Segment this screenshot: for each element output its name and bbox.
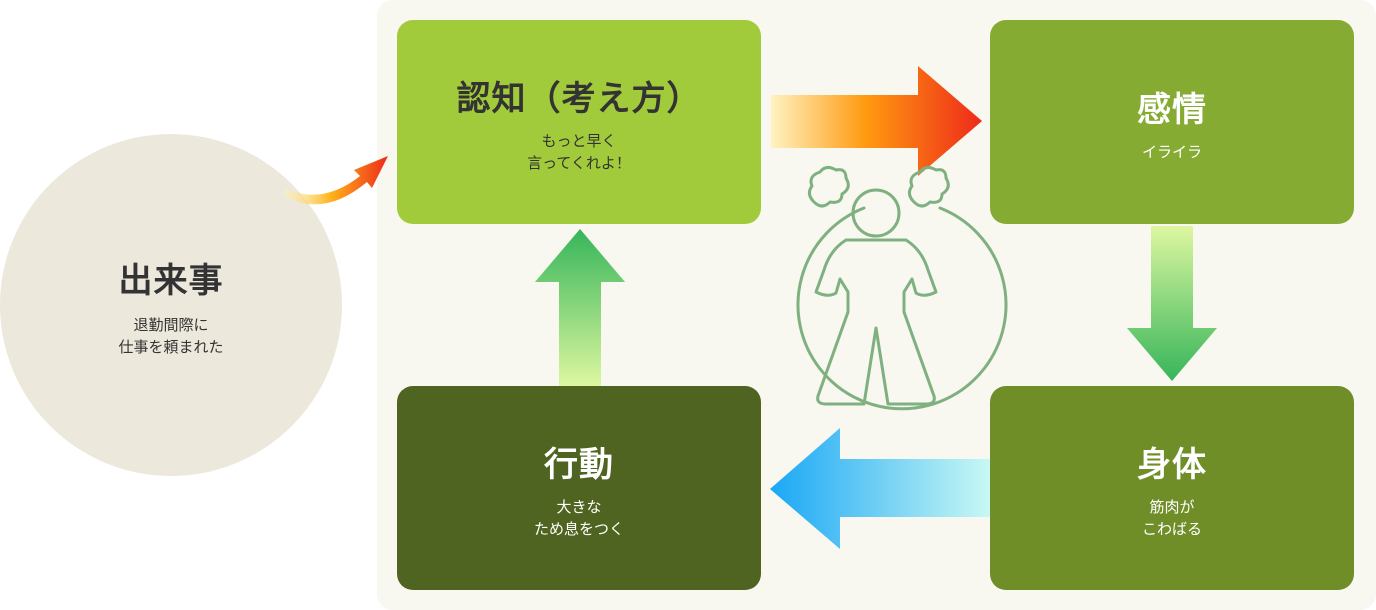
emotion-description: イライラ <box>1142 141 1202 163</box>
body-box: 身体 筋肉が こわばる <box>990 386 1354 590</box>
event-to-cognition-arrow <box>284 156 388 205</box>
event-title: 出来事 <box>118 260 224 301</box>
steam-right-icon <box>907 165 950 208</box>
event-description: 退勤間際に 仕事を頼まれた <box>118 314 223 358</box>
event-line-1: 退勤間際に <box>133 315 209 334</box>
body-title: 身体 <box>1137 444 1207 485</box>
figure-head <box>851 188 901 238</box>
body-line-1: 筋肉が <box>1149 497 1195 516</box>
behavior-title: 行動 <box>544 444 614 485</box>
behavior-description: 大きな ため息をつく <box>534 496 624 540</box>
behavior-line-2: ため息をつく <box>533 519 624 538</box>
emotion-title: 感情 <box>1137 89 1207 130</box>
steam-left-icon <box>807 165 850 208</box>
body-line-2: こわばる <box>1141 519 1202 538</box>
event-line-2: 仕事を頼まれた <box>118 337 224 356</box>
behavior-box: 行動 大きな ため息をつく <box>397 386 761 590</box>
cognition-description: もっと早く 言ってくれよ！ <box>527 130 631 174</box>
body-description: 筋肉が こわばる <box>1142 496 1202 540</box>
figure-circle-arc <box>796 206 1008 411</box>
cognition-line-1: もっと早く <box>541 131 617 150</box>
figure-body <box>814 238 938 406</box>
emotion-line-1: イライラ <box>1141 142 1202 161</box>
angry-person-icon <box>796 165 1008 411</box>
emotion-to-body-arrow <box>1127 226 1217 381</box>
cognition-to-emotion-arrow <box>771 66 982 176</box>
behavior-line-1: 大きな <box>556 497 602 516</box>
cognition-box: 認知（考え方） もっと早く 言ってくれよ！ <box>397 20 761 224</box>
cognition-title: 認知（考え方） <box>456 78 702 119</box>
cognition-line-2: 言ってくれよ！ <box>527 153 631 172</box>
behavior-to-cognition-arrow <box>535 229 625 386</box>
body-to-behavior-arrow <box>770 428 990 549</box>
emotion-box: 感情 イライラ <box>990 20 1354 224</box>
